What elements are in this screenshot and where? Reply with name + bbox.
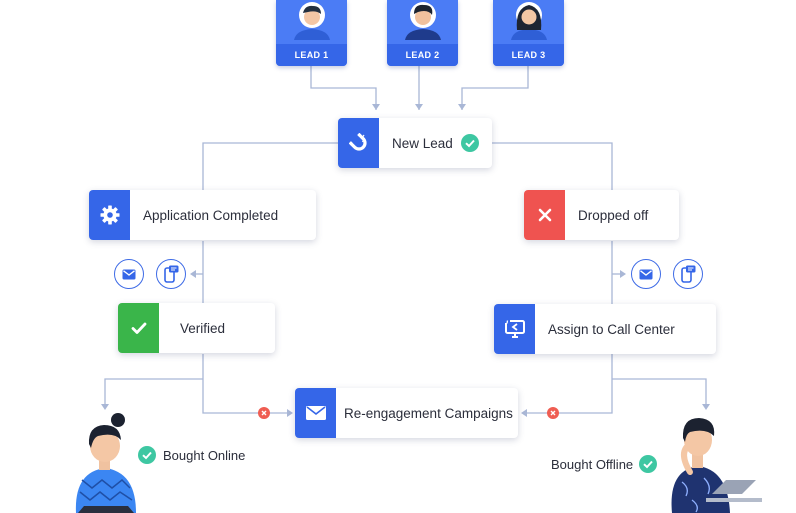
close-icon	[258, 407, 270, 419]
connector-left-branch	[202, 142, 338, 190]
outcome-label: Bought Online	[163, 447, 246, 463]
male-avatar-icon	[294, 2, 330, 40]
node-label: Application Completed	[143, 207, 279, 223]
lead-label: LEAD 2	[387, 44, 458, 66]
node-application-completed[interactable]: Application Completed	[89, 190, 316, 240]
node-verified[interactable]: Verified	[118, 303, 275, 353]
node-new-lead[interactable]: New Lead	[338, 118, 492, 168]
close-icon	[524, 190, 565, 240]
lead-label: LEAD 1	[276, 44, 347, 66]
envelope-icon[interactable]	[631, 259, 661, 289]
lead-card-2[interactable]: LEAD 2	[387, 0, 458, 66]
connector-lead1	[310, 66, 377, 110]
envelope-icon	[295, 388, 336, 438]
outcome-label: Bought Offline	[551, 456, 634, 472]
check-icon	[118, 303, 159, 353]
connector-assign-to-reengage	[527, 354, 613, 414]
connector-verified-to-online	[104, 378, 203, 404]
node-label: Verified	[180, 320, 226, 336]
node-dropped-off[interactable]: Dropped off	[524, 190, 679, 240]
connector-assign-to-offline	[612, 378, 707, 404]
check-icon	[138, 446, 156, 464]
lead-card-1[interactable]: LEAD 1	[276, 0, 347, 66]
lead-label: LEAD 3	[493, 44, 564, 66]
mobile-message-icon[interactable]	[673, 259, 703, 289]
monitor-icon	[494, 304, 535, 354]
node-reengagement-campaigns[interactable]: Re-engagement Campaigns	[295, 388, 518, 438]
outcome-bought-offline: Bought Offline	[551, 455, 658, 473]
node-assign-call-center[interactable]: Assign to Call Center	[494, 304, 716, 354]
magnet-icon	[338, 118, 379, 168]
connector-right-branch	[492, 142, 613, 190]
man-customer-illustration	[671, 418, 762, 513]
female-avatar-icon	[511, 2, 547, 40]
check-icon	[639, 455, 658, 473]
node-label: Assign to Call Center	[548, 321, 675, 337]
mobile-message-icon[interactable]	[156, 259, 186, 289]
male-avatar-icon	[405, 2, 441, 40]
envelope-icon[interactable]	[114, 259, 144, 289]
gear-icon	[89, 190, 130, 240]
lead-card-3[interactable]: LEAD 3	[493, 0, 564, 66]
node-label: Dropped off	[578, 207, 649, 223]
outcome-bought-online: Bought Online	[138, 446, 245, 464]
node-label: Re-engagement Campaigns	[344, 405, 513, 421]
woman-customer-illustration	[75, 413, 136, 513]
node-label: New Lead	[392, 135, 453, 151]
connector-lead3	[461, 66, 529, 110]
check-icon	[460, 134, 479, 152]
close-icon	[547, 407, 559, 419]
connector-verified-to-reengage	[202, 354, 287, 414]
